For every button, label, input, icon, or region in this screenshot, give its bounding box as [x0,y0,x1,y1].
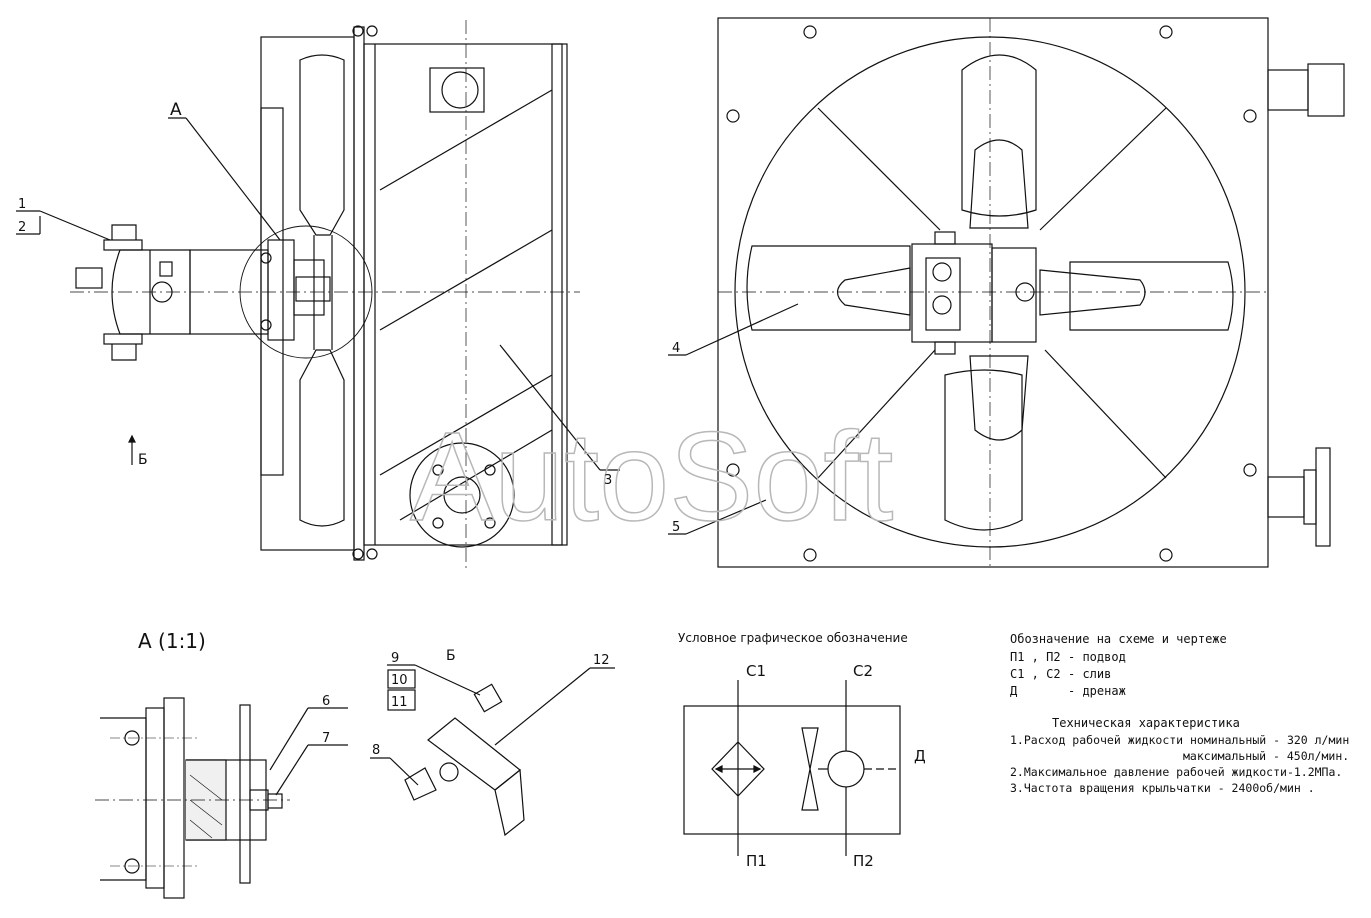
symbol-c2: С2 [853,662,873,680]
callout-4: 4 [672,341,680,356]
callout-10: 10 [391,673,408,688]
view-b-marker: Б [138,452,148,468]
symbol-p2: П2 [853,852,874,870]
callout-8: 8 [372,743,380,758]
legend-key-2: С1 , С2 [1010,667,1061,681]
legend-value-2: - слив [1068,667,1111,681]
callout-9: 9 [391,651,399,666]
callout-3: 3 [604,473,612,488]
view-b-title: Б [446,648,456,664]
view-a-marker: А [170,100,182,120]
watermark: AutoSoft [410,406,893,547]
legend: Обозначение на схеме и чертеже П1 , П2 -… [1010,632,1227,698]
callout-12: 12 [593,653,610,668]
front-view [668,17,1345,568]
callout-5: 5 [672,520,680,535]
specs: Техническая характеристика 1.Расход рабо… [1010,716,1349,795]
callout-1: 1 [18,197,26,212]
callout-6: 6 [322,694,330,709]
legend-value-1: - подвод [1068,650,1126,664]
callout-7: 7 [322,731,330,746]
detail-a-title: А (1:1) [138,629,206,653]
legend-value-3: - дренаж [1068,684,1126,698]
spec-line-3: 2.Максимальное давление рабочей жидкости… [1010,765,1342,779]
symbol-p1: П1 [746,852,767,870]
symbol-title: Условное графическое обозначение [678,631,908,645]
detail-a [95,697,348,899]
symbol-d: Д [914,747,926,765]
specs-title: Техническая характеристика [1052,716,1240,730]
legend-key-1: П1 , П2 [1010,650,1061,664]
legend-key-3: Д [1010,684,1018,698]
spec-line-2: максимальный - 450л/мин. [1183,749,1349,763]
view-b [370,664,615,837]
spec-line-4: 3.Частота вращения крыльчатки - 2400об/м… [1010,781,1315,795]
spec-line-1: 1.Расход рабочей жидкости номинальный - … [1010,733,1349,747]
callout-11: 11 [391,695,408,710]
side-view [16,20,620,570]
symbol-c1: С1 [746,662,766,680]
hydraulic-symbol [683,680,901,856]
callout-2: 2 [18,220,26,235]
legend-title: Обозначение на схеме и чертеже [1010,632,1227,646]
